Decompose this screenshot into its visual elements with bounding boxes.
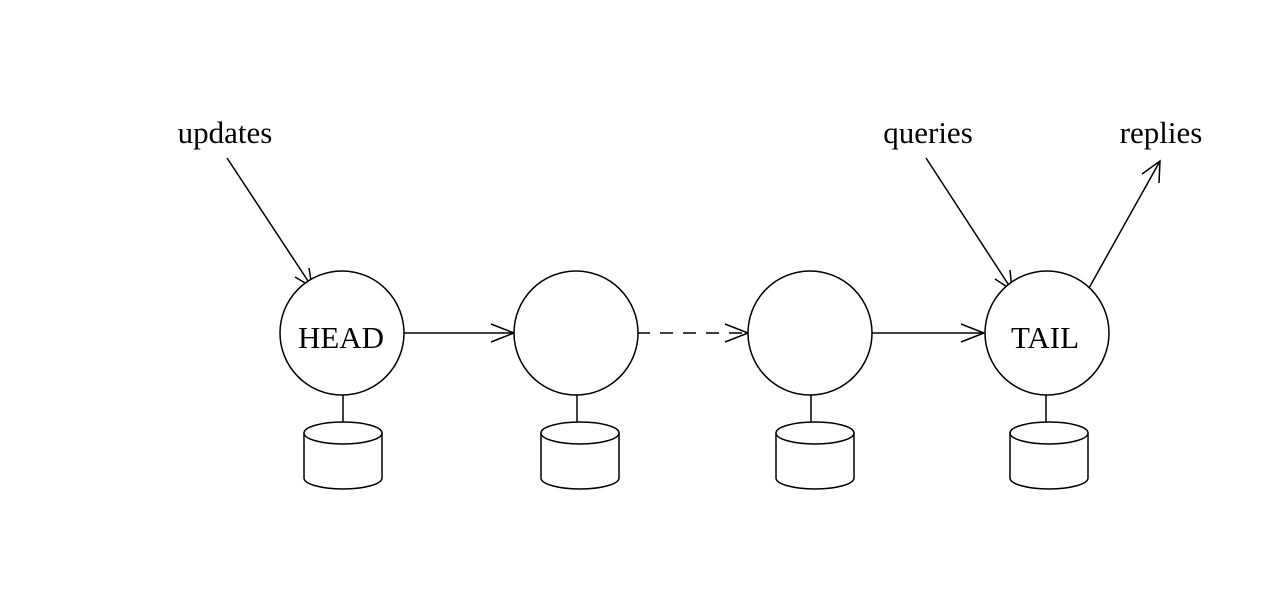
database-icon	[540, 395, 620, 490]
server-node-tail: TAIL	[984, 270, 1110, 396]
link-head-to-node-2	[403, 323, 517, 343]
replies-arrow	[1088, 159, 1161, 289]
link-node-2-to-node-3	[637, 323, 751, 343]
head-label: HEAD	[298, 320, 384, 355]
database-icon	[775, 395, 855, 490]
server-node-3	[747, 270, 873, 396]
updates-label: updates	[178, 115, 273, 150]
updates-arrow	[226, 157, 313, 289]
server-node-2	[513, 270, 639, 396]
queries-arrow	[925, 157, 1013, 292]
database-icon	[1009, 395, 1089, 490]
replies-label: replies	[1120, 115, 1203, 150]
tail-label: TAIL	[1011, 320, 1079, 355]
link-node-3-to-tail	[871, 323, 987, 343]
database-icon	[303, 395, 383, 490]
queries-label: queries	[883, 115, 973, 150]
server-node-head: HEAD	[279, 270, 405, 396]
